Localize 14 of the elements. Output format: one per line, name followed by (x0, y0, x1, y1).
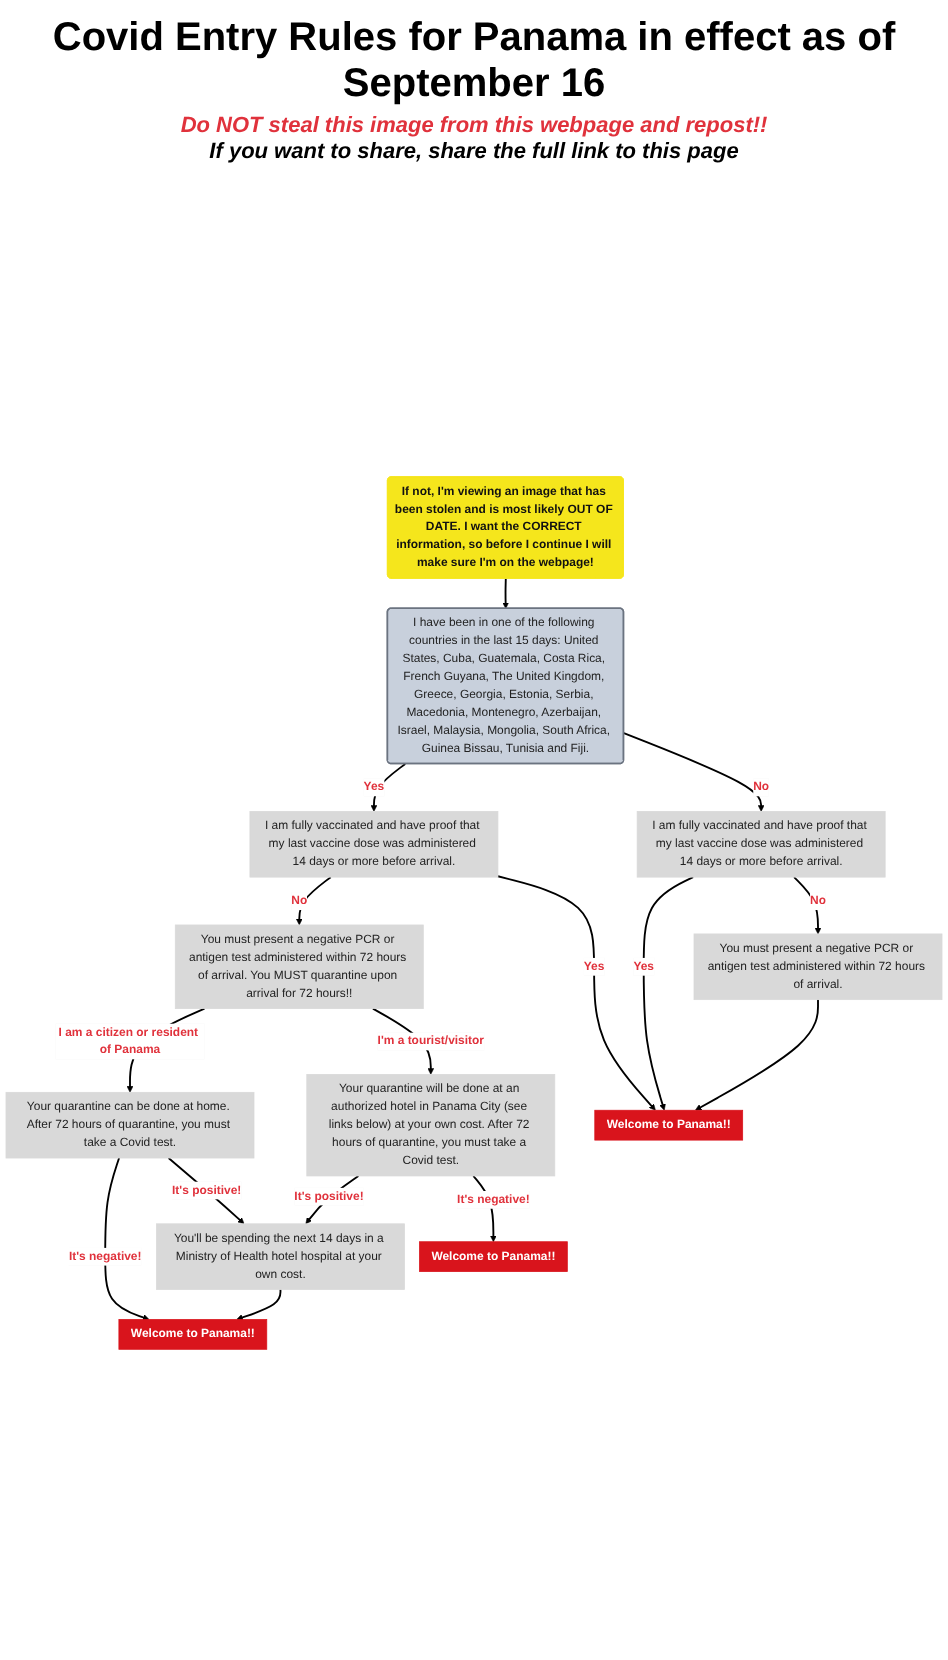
arrow (793, 876, 822, 935)
arrow (642, 876, 695, 1111)
arrow (236, 1288, 282, 1321)
warning-note: Do NOT steal this image from this webpage and repost!! (180, 114, 768, 138)
arrow (695, 998, 819, 1111)
title: Covid Entry Rules for Panama in effect as of September 16 (50, 16, 898, 108)
arrow (370, 763, 407, 812)
arrow (622, 732, 765, 812)
note: If you want to share, share the full link to this page (207, 140, 741, 164)
arrow (296, 876, 332, 926)
arrow (167, 1157, 245, 1225)
arrow (104, 1157, 150, 1321)
arrow (497, 875, 656, 1111)
arrow (502, 577, 509, 609)
